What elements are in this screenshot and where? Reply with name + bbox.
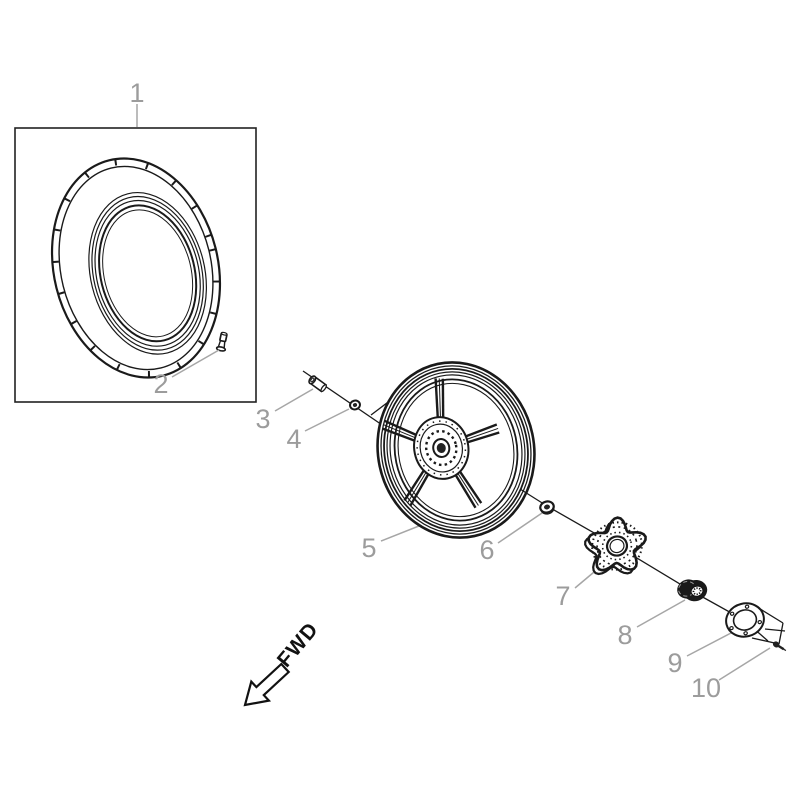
wheel-illustration xyxy=(376,361,536,539)
tire-box-frame xyxy=(14,127,257,403)
leader-lines xyxy=(136,104,771,681)
part-label-4: 4 xyxy=(286,424,301,454)
screw-illustration xyxy=(772,641,787,652)
bearing-illustration xyxy=(677,579,708,602)
part-label-5: 5 xyxy=(361,533,376,563)
part-label-8: 8 xyxy=(617,620,632,650)
part-label-6: 6 xyxy=(479,535,494,565)
bolt-illustration xyxy=(308,375,328,393)
fwd-arrow xyxy=(243,662,291,707)
part-label-9: 9 xyxy=(667,648,682,678)
wheel-spokes xyxy=(381,378,500,509)
fwd-label: FWD xyxy=(273,618,323,672)
valve-stem-illustration xyxy=(215,331,228,352)
nut-illustration xyxy=(539,500,555,515)
tire-illustration xyxy=(50,157,222,379)
retainer-illustration xyxy=(725,602,786,645)
hub-coupling-illustration xyxy=(584,516,647,576)
washer-illustration xyxy=(349,399,361,411)
part-label-1: 1 xyxy=(129,78,144,108)
part-label-2: 2 xyxy=(153,369,168,399)
part-label-3: 3 xyxy=(255,404,270,434)
part-label-7: 7 xyxy=(555,581,570,611)
part-label-10: 10 xyxy=(691,673,721,703)
